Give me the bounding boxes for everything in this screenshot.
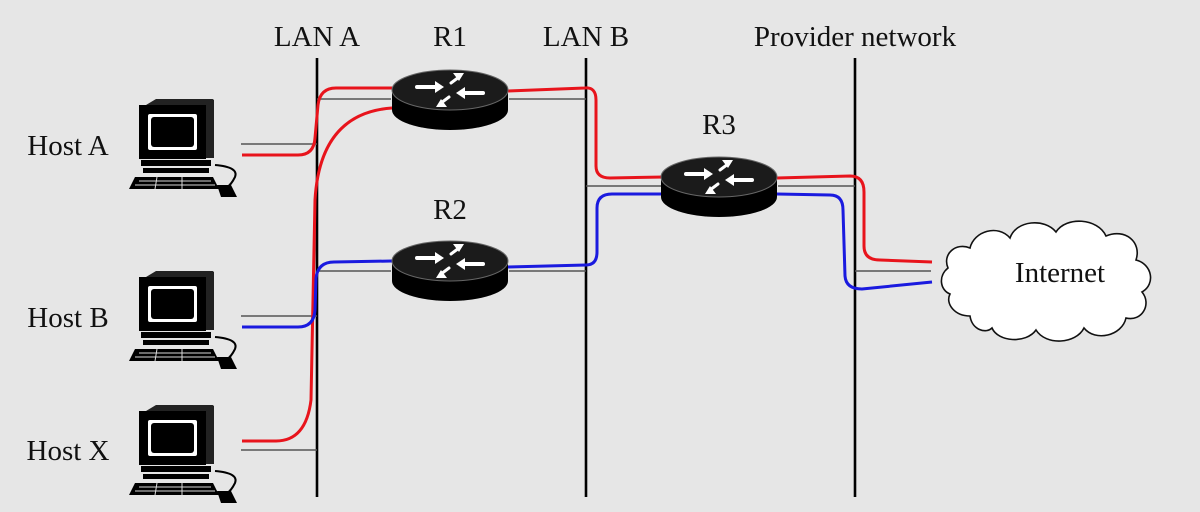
host-b-computer-icon bbox=[128, 270, 238, 370]
host-a-label: Host A bbox=[27, 130, 108, 162]
lan-b-label: LAN B bbox=[543, 21, 629, 53]
host-x-label: Host X bbox=[27, 435, 110, 467]
router-r2-icon bbox=[390, 239, 510, 303]
router-r2-label: R2 bbox=[433, 194, 467, 226]
red-path bbox=[242, 86, 933, 443]
internet-label: Internet bbox=[1015, 257, 1105, 289]
router-r1-icon bbox=[390, 68, 510, 132]
router-r3-label: R3 bbox=[702, 109, 736, 141]
lan-a-label: LAN A bbox=[274, 21, 360, 53]
router-r1-label: R1 bbox=[433, 21, 467, 53]
host-x-computer-icon bbox=[128, 404, 238, 504]
host-b-label: Host B bbox=[27, 302, 108, 334]
router-r3-icon bbox=[659, 155, 779, 219]
blue-path bbox=[242, 192, 933, 329]
provider-network-label: Provider network bbox=[754, 21, 957, 53]
physical-links bbox=[241, 98, 931, 451]
host-a-computer-icon bbox=[128, 98, 238, 198]
